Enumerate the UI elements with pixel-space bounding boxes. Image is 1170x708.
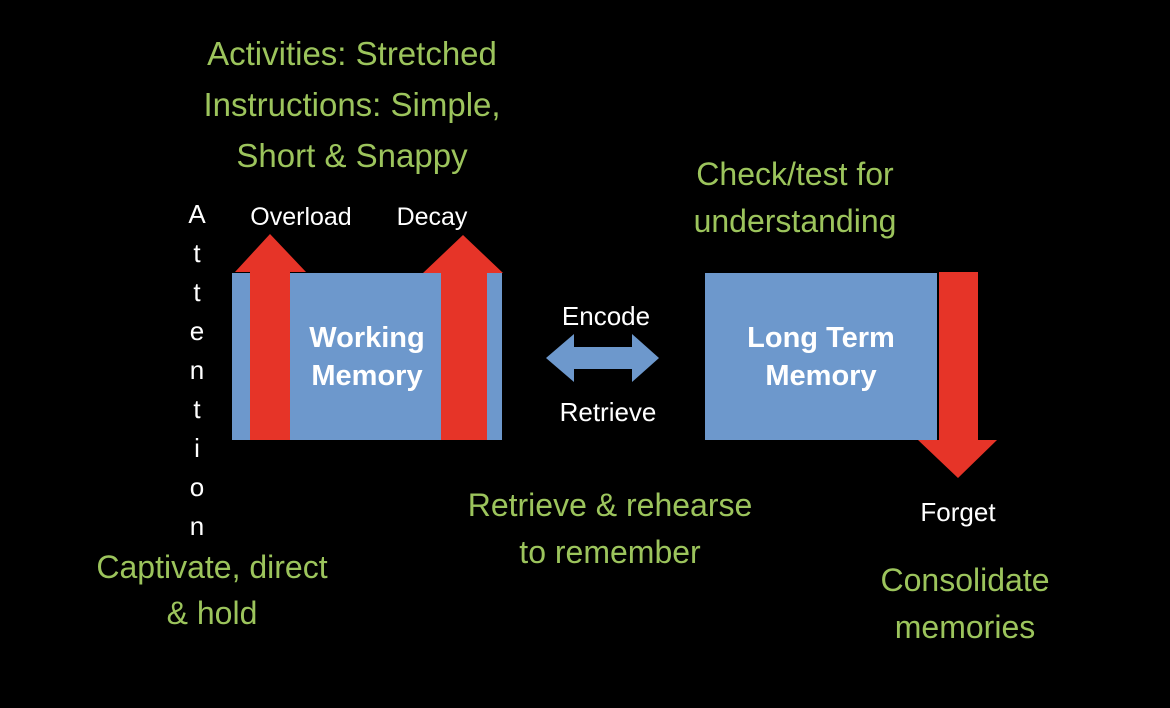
annotation-check-test: Check/test for understanding xyxy=(635,151,955,245)
annotation-retrieve-rehearse: Retrieve & rehearse to remember xyxy=(430,482,790,576)
annotation-line: Instructions: Simple, xyxy=(203,86,501,123)
annotation-line: Consolidate xyxy=(880,562,1050,598)
working-memory-box: Working Memory xyxy=(232,273,502,440)
annotation-consolidate: Consolidate memories xyxy=(835,557,1095,651)
forget-label: Forget xyxy=(920,497,996,527)
encode-label: Encode xyxy=(561,301,651,331)
overload-label: Overload xyxy=(250,203,352,231)
annotation-line: Short & Snappy xyxy=(236,137,468,174)
encode-retrieve-double-arrow xyxy=(546,334,659,382)
decay-label: Decay xyxy=(396,203,468,231)
annotation-line: Activities: Stretched xyxy=(207,35,497,72)
annotation-line: Captivate, direct xyxy=(96,549,328,585)
annotation-activities-instructions: Activities: Stretched Instructions: Simp… xyxy=(142,28,562,181)
annotation-line: to remember xyxy=(519,534,701,570)
long-term-memory-box: Long Term Memory xyxy=(705,273,937,440)
attention-vertical-label: Attention xyxy=(182,199,212,550)
working-memory-label-line: Working xyxy=(309,321,425,354)
annotation-line: understanding xyxy=(693,203,897,239)
long-term-memory-label-line: Long Term xyxy=(747,321,895,354)
annotation-line: Check/test for xyxy=(696,156,894,192)
annotation-line: & hold xyxy=(166,595,258,631)
long-term-memory-label-line: Memory xyxy=(765,359,877,392)
annotation-captivate: Captivate, direct & hold xyxy=(52,544,372,636)
annotation-line: memories xyxy=(894,609,1036,645)
annotation-line: Retrieve & rehearse xyxy=(467,487,753,523)
retrieve-label: Retrieve xyxy=(559,397,657,427)
working-memory-label-line: Memory xyxy=(311,359,423,392)
